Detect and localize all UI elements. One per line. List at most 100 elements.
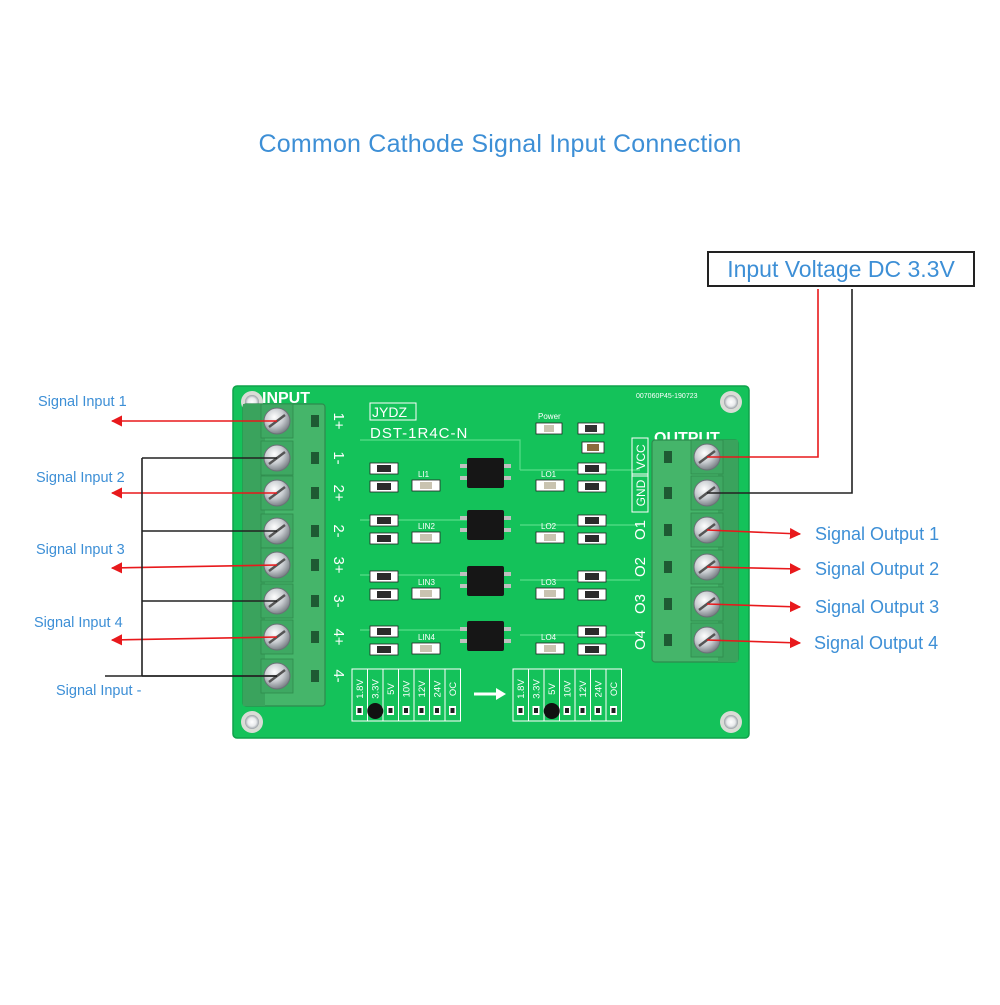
power-led xyxy=(535,422,563,435)
input-slot-2 xyxy=(311,452,319,464)
voltage-selector-output-label-1: 1.8V xyxy=(516,679,527,699)
voltage-selector-output-label-4: 10V xyxy=(563,680,574,698)
output-terminal-label-5: O3 xyxy=(632,594,649,614)
output-slot-1 xyxy=(664,451,672,463)
voltage-selector-input-label-3: 5V xyxy=(386,683,397,695)
voltage-selector-input-label-5: 12V xyxy=(417,680,428,698)
signal-output-wire-2 xyxy=(706,563,802,575)
output-terminal-block xyxy=(651,439,739,663)
power-label: Power xyxy=(538,412,561,421)
voltage-selector-output-jumper xyxy=(543,703,560,719)
input-terminal-label-2: 1- xyxy=(330,451,347,464)
input-terminal-label-1: 1+ xyxy=(330,412,347,429)
output-resistor-b-2 xyxy=(577,532,607,545)
input-resistor-b-3 xyxy=(369,588,399,601)
input-terminal-label-7: 4+ xyxy=(330,628,347,645)
output-slot-6 xyxy=(664,634,672,646)
signal-input-wire-3 xyxy=(110,562,278,574)
board-serial: 007060P45-190723 xyxy=(636,393,698,400)
pcb-board: JYDZ DST-1R4C-N 007060P45-190723 INPUT O… xyxy=(232,385,750,739)
output-slot-2 xyxy=(664,487,672,499)
voltage-selector-input-jumper xyxy=(367,703,384,719)
output-terminal-label-6: O4 xyxy=(632,630,649,650)
output-resistor-a-1 xyxy=(577,462,607,475)
signal-output-4-label: Signal Output 4 xyxy=(814,633,939,653)
output-slot-3 xyxy=(664,524,672,536)
voltage-selector-input-label-2: 3.3V xyxy=(371,679,382,699)
output-resistor-b-1 xyxy=(577,480,607,493)
input-led-label-1: LI1 xyxy=(418,470,430,479)
voltage-selector-output-label-7: OC xyxy=(609,682,620,696)
output-resistor-a-2 xyxy=(577,514,607,527)
voltage-selector-output-label-3: 5V xyxy=(547,683,558,695)
output-resistor-a-4 xyxy=(577,625,607,638)
signal-input-common-label: Signal Input - xyxy=(56,683,142,699)
input-terminal-label-8: 4- xyxy=(330,669,347,682)
smd-components xyxy=(577,422,605,454)
input-slot-8 xyxy=(311,670,319,682)
input-voltage-box: Input Voltage DC 3.3V xyxy=(707,251,975,287)
optocoupler-2 xyxy=(467,510,504,540)
voltage-selector-output-label-2: 3.3V xyxy=(532,679,543,699)
signal-output-wire-3 xyxy=(706,601,802,613)
input-slot-6 xyxy=(311,595,319,607)
board-brand: JYDZ xyxy=(372,404,407,420)
output-terminal-label-2: GND xyxy=(634,479,648,506)
output-resistor-b-4 xyxy=(577,643,607,656)
voltage-selector-input-label-6: 24V xyxy=(433,680,444,698)
signal-input-4-label: Signal Input 4 xyxy=(34,615,123,631)
input-resistor-a-2 xyxy=(369,514,399,527)
signal-output-wire-4 xyxy=(706,637,802,649)
page-title: Common Cathode Signal Input Connection xyxy=(258,130,742,158)
output-slot-4 xyxy=(664,561,672,573)
input-led-label-3: LIN3 xyxy=(418,578,435,587)
input-header: INPUT xyxy=(262,390,310,407)
input-slot-1 xyxy=(311,415,319,427)
optocoupler-4 xyxy=(467,621,504,651)
input-slot-4 xyxy=(311,525,319,537)
input-slot-5 xyxy=(311,559,319,571)
input-terminal-label-5: 3+ xyxy=(330,556,347,573)
signal-output-2-label: Signal Output 2 xyxy=(815,559,940,579)
output-resistor-a-3 xyxy=(577,570,607,583)
output-terminal-label-1: VCC xyxy=(634,444,648,470)
input-resistor-a-3 xyxy=(369,570,399,583)
input-led-label-2: LIN2 xyxy=(418,522,435,531)
output-terminal-label-3: O1 xyxy=(632,520,649,540)
output-slot-5 xyxy=(664,598,672,610)
output-led-label-2: LO2 xyxy=(541,522,557,531)
input-led-label-4: LIN4 xyxy=(418,633,435,642)
input-terminal-label-3: 2+ xyxy=(330,484,347,501)
vcc-wire xyxy=(707,289,819,458)
signal-input-1-label: Signal Input 1 xyxy=(38,394,127,410)
board-model: DST-1R4C-N xyxy=(370,425,468,442)
signal-output-3-label: Signal Output 3 xyxy=(815,597,940,617)
signal-output-wire-1 xyxy=(706,527,802,540)
signal-output-1-label: Signal Output 1 xyxy=(815,524,940,544)
input-terminal-block xyxy=(242,403,326,707)
signal-input-wire-4 xyxy=(110,634,278,646)
input-resistor-b-2 xyxy=(369,532,399,545)
voltage-selector-input-label-4: 10V xyxy=(402,680,413,698)
input-slot-7 xyxy=(311,631,319,643)
output-led-label-1: LO1 xyxy=(541,470,557,479)
input-terminal-label-4: 2- xyxy=(330,524,347,537)
output-led-label-3: LO3 xyxy=(541,578,557,587)
voltage-selector-input-label-1: 1.8V xyxy=(355,679,366,699)
optocoupler-1 xyxy=(467,458,504,488)
voltage-selector-input-label-7: OC xyxy=(448,682,459,696)
input-resistor-b-1 xyxy=(369,480,399,493)
signal-input-3-label: Signal Input 3 xyxy=(36,542,125,558)
output-resistor-b-3 xyxy=(577,588,607,601)
voltage-selector-output-label-6: 24V xyxy=(594,680,605,698)
input-slot-3 xyxy=(311,487,319,499)
output-led-label-4: LO4 xyxy=(541,633,557,642)
signal-input-2-label: Signal Input 2 xyxy=(36,470,125,486)
input-resistor-a-1 xyxy=(369,462,399,475)
gnd-wire xyxy=(707,289,853,494)
input-resistor-b-4 xyxy=(369,643,399,656)
output-screw-6 xyxy=(690,622,724,658)
voltage-selector-output-label-5: 12V xyxy=(578,680,589,698)
